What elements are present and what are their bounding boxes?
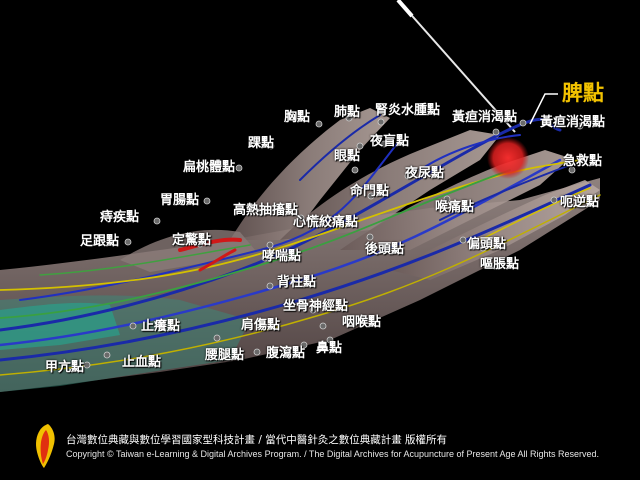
label-hou-tong: 喉痛點 — [435, 200, 475, 215]
label-zuo-gu: 坐骨神經點 — [283, 299, 349, 314]
label-ming-men: 命門點 — [350, 184, 390, 199]
label-zhi-yang: 止癢點 — [141, 319, 181, 334]
label-ye-niao: 夜尿點 — [405, 166, 445, 181]
label-shen-yan: 腎炎水腫點 — [375, 103, 441, 118]
label-xin-huang: 心慌絞痛點 — [293, 215, 359, 230]
needle — [397, 0, 516, 133]
label-xiao-chuan: 哮喘點 — [262, 249, 302, 264]
label-xiong: 胸點 — [284, 110, 311, 125]
label-zhi-ji: 痔疾點 — [100, 210, 140, 225]
label-bi: 鼻點 — [316, 341, 343, 356]
label-hou-tou: 後頭點 — [365, 242, 405, 257]
label-pian-tou: 偏頭點 — [467, 237, 507, 252]
spleen-point-marker — [487, 137, 529, 179]
label-jian-tong: 肩傷點 — [241, 318, 281, 333]
spleen-point-label: 脾點 — [562, 81, 604, 105]
acupoint-dots — [83, 114, 584, 369]
label-gao-re: 高熱抽搐點 — [233, 203, 299, 218]
finger-2 — [280, 130, 500, 240]
label-ye-mang: 夜盲點 — [370, 134, 410, 149]
vessels — [0, 114, 601, 376]
label-e-ni: 呃逆點 — [560, 195, 600, 210]
finger-1 — [230, 108, 390, 240]
footer-copyright-chinese: 台灣數位典藏與數位學習國家型科技計畫 / 當代中醫針灸之數位典藏計畫 版權所有 — [66, 434, 448, 446]
label-wei-chang: 胃腸點 — [160, 193, 200, 208]
label-zu-gen: 足跟點 — [80, 234, 120, 249]
label-yao-tui: 腰腿點 — [205, 348, 245, 363]
leader-line — [529, 93, 558, 125]
label-yan-hou: 咽喉點 — [342, 315, 382, 330]
label-huai: 踝點 — [248, 136, 275, 151]
label-zhi-xue: 止血點 — [122, 355, 162, 370]
label-jia-kang: 甲亢點 — [45, 360, 85, 375]
label-ou-zhang: 嘔脹點 — [480, 257, 520, 272]
label-ji-jiu: 急救點 — [563, 154, 603, 169]
footer-copyright-english: Copyright © Taiwan e-Learning & Digital … — [66, 449, 600, 459]
taiwan-map-logo — [36, 424, 55, 468]
label-bei-zhu: 背柱點 — [277, 275, 317, 290]
label-ding-jing: 定驚點 — [172, 233, 212, 248]
label-huang-dan-1: 黃疸消渴點 — [452, 110, 518, 125]
label-bian-tao-ti: 扁桃體點 — [183, 160, 236, 175]
label-yan: 眼點 — [334, 149, 361, 164]
label-fei: 肺點 — [334, 105, 361, 120]
label-fu-xie: 腹瀉點 — [266, 346, 306, 361]
label-huang-dan-2: 黃疸消渴點 — [540, 115, 606, 130]
